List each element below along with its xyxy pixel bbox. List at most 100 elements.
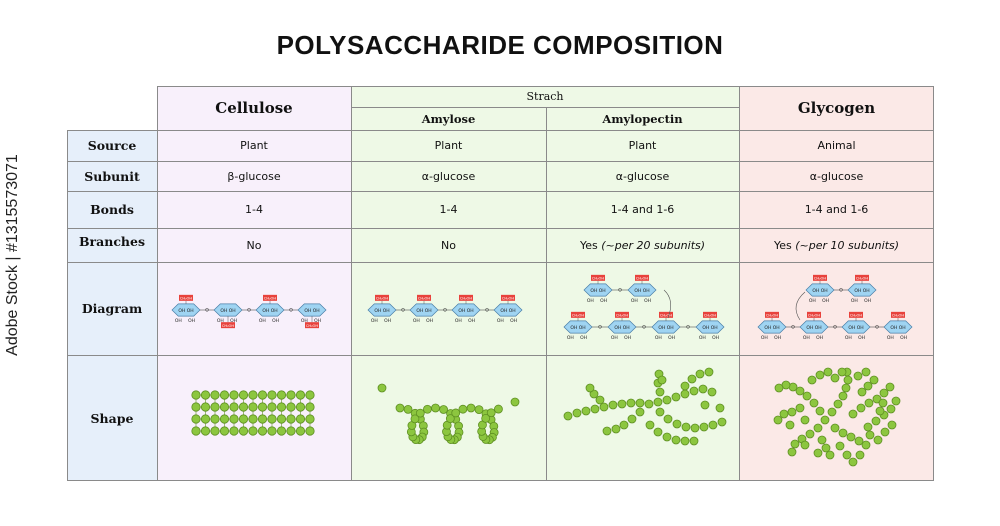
glucose-bead <box>410 414 420 424</box>
glucose-bead <box>295 390 306 400</box>
o-label: O <box>485 308 489 314</box>
glucose-bead <box>589 389 599 399</box>
oh-label: OH <box>425 308 432 314</box>
glucose-bead <box>655 387 665 397</box>
branches-amylopectin-value: Yes <box>579 238 598 252</box>
col-header-amylopectin: Amylopectin <box>602 111 683 126</box>
oh-label: OH <box>668 335 675 341</box>
col-header-cellulose: Cellulose <box>215 99 293 117</box>
glucose-bead <box>833 399 843 409</box>
oh-label: OH <box>711 325 718 331</box>
glucose-bead <box>238 402 249 412</box>
glucose-ring <box>883 320 913 334</box>
glucose-bead <box>891 396 901 406</box>
glucose-bead <box>655 407 665 417</box>
glucose-bead <box>257 426 268 436</box>
glucose-bead <box>795 386 805 396</box>
glucose-bead <box>248 414 258 424</box>
glucose-bead <box>785 420 795 430</box>
oh-label: OH <box>624 335 631 341</box>
row-header-shape: Shape <box>90 410 134 426</box>
glucose-bead <box>681 422 691 432</box>
glucose-bead <box>787 407 797 417</box>
oh-label: OH <box>272 318 279 324</box>
glucose-bead <box>861 367 871 377</box>
oh-label: OH <box>175 318 182 324</box>
glucose-ring <box>297 303 327 317</box>
glucose-bead <box>690 423 700 433</box>
glucose-bead <box>494 404 503 414</box>
glucose-bead <box>835 441 845 451</box>
o-label: O <box>642 325 646 331</box>
glucose-bead <box>704 367 714 377</box>
branches-glycogen-note: (~per 10 subunits) <box>795 238 900 252</box>
glucose-bead <box>861 440 871 450</box>
glucose-bead <box>695 369 705 379</box>
glucose-bead <box>248 390 258 400</box>
glucose-bead <box>276 402 287 412</box>
oh-label: OH <box>761 335 768 341</box>
glucose-bead <box>257 402 268 412</box>
glucose-bead <box>807 375 817 385</box>
row-header-source: Source <box>87 138 137 153</box>
glucose-bead <box>700 400 710 410</box>
col-header-amylose: Amylose <box>421 111 476 126</box>
oh-label: OH <box>667 325 674 331</box>
glucose-bead <box>191 390 201 400</box>
oh-label: OH <box>900 335 907 341</box>
glucose-bead <box>286 402 296 412</box>
glucose-ring <box>695 320 725 334</box>
glucose-bead <box>680 381 690 391</box>
glucose-ring <box>627 283 657 297</box>
oh-label: OH <box>384 318 391 324</box>
glucose-bead <box>200 390 211 400</box>
glucose-bead <box>585 383 595 393</box>
ch2oh-tag <box>891 311 905 318</box>
oh-label: OH <box>567 335 574 341</box>
ch2oh-tag <box>501 294 515 301</box>
source-amylose: Plant <box>434 139 463 152</box>
glucose-bead <box>846 432 856 442</box>
glucose-bead <box>855 450 865 460</box>
subunit-amylopectin: α-glucose <box>615 169 670 183</box>
glucose-bead <box>563 411 573 421</box>
oh-label: OH <box>220 308 227 314</box>
glucose-bead <box>200 414 211 424</box>
glucose-bead <box>219 390 230 400</box>
ch2oh-tag <box>849 311 863 318</box>
oh-label: OH <box>658 325 665 331</box>
glucose-bead <box>689 436 699 446</box>
glucose-bead <box>191 426 201 436</box>
glucose-bead <box>602 426 612 436</box>
glucose-bead <box>699 422 709 432</box>
oh-label: OH <box>178 308 185 314</box>
ch2oh-label: CH₂OH <box>418 296 430 300</box>
oh-label: OH <box>857 325 864 331</box>
ch2oh-tag <box>305 322 319 329</box>
glucose-bead <box>817 435 827 445</box>
glucose-bead <box>276 426 287 436</box>
glucose-bead <box>708 420 718 430</box>
oh-label: OH <box>812 288 819 294</box>
glucose-bead <box>707 387 717 397</box>
glucose-bead <box>864 398 874 408</box>
glucose-bead <box>672 419 682 429</box>
bonds-cellulose: 1-4 <box>245 203 263 216</box>
glucose-bead <box>879 388 889 398</box>
ch2oh-tag <box>807 311 821 318</box>
glucose-bead <box>644 399 654 409</box>
oh-label: OH <box>822 298 829 304</box>
o-label: O <box>289 308 293 314</box>
source-cellulose: Plant <box>240 139 268 152</box>
ch2oh-label: CH₂OH <box>264 296 276 300</box>
o-label: O <box>833 325 837 331</box>
glucose-bead <box>880 427 890 437</box>
ch2oh-tag <box>703 311 717 318</box>
glucose-bead <box>680 436 690 446</box>
oh-label: OH <box>858 335 865 341</box>
glucose-bead <box>787 447 797 457</box>
oh-label: OH <box>614 325 621 331</box>
row-header-diagram: Diagram <box>81 301 143 316</box>
oh-label: OH <box>887 335 894 341</box>
